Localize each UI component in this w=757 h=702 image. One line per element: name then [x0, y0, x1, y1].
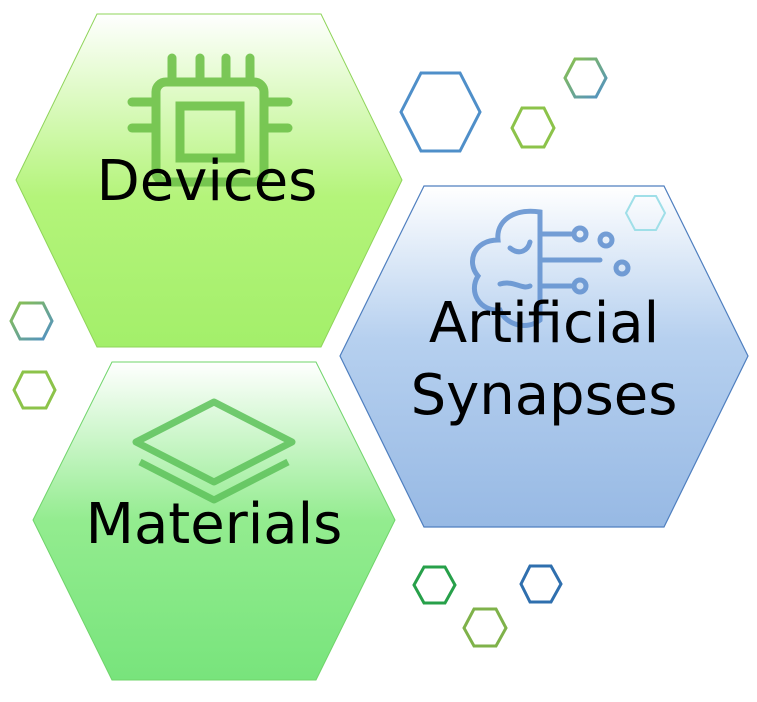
- chip-icon: [127, 53, 293, 187]
- devices-label: Devices: [97, 149, 318, 214]
- small-hexagon: [12, 370, 57, 410]
- small-hexagon: [399, 71, 482, 153]
- small-hexagon: [510, 106, 556, 149]
- brain-circuit-icon: [470, 208, 631, 328]
- small-hexagon: [624, 195, 667, 231]
- devices-hexagon: Devices: [15, 13, 403, 348]
- small-hexagon: [412, 565, 457, 605]
- materials-hexagon: Materials: [32, 361, 396, 681]
- small-hexagon: [519, 564, 563, 604]
- small-hexagon: [9, 301, 54, 341]
- small-hexagon: [563, 57, 608, 99]
- small-hexagon: [462, 607, 508, 648]
- synapses-label-line2: Synapses: [411, 363, 678, 428]
- synapses-label-line1: Artificial: [429, 291, 659, 356]
- layers-icon: [132, 398, 296, 504]
- synapses-hexagon: Artificial Synapses: [339, 185, 749, 528]
- decorative-hexagons: [9, 57, 667, 648]
- materials-label: Materials: [86, 492, 343, 557]
